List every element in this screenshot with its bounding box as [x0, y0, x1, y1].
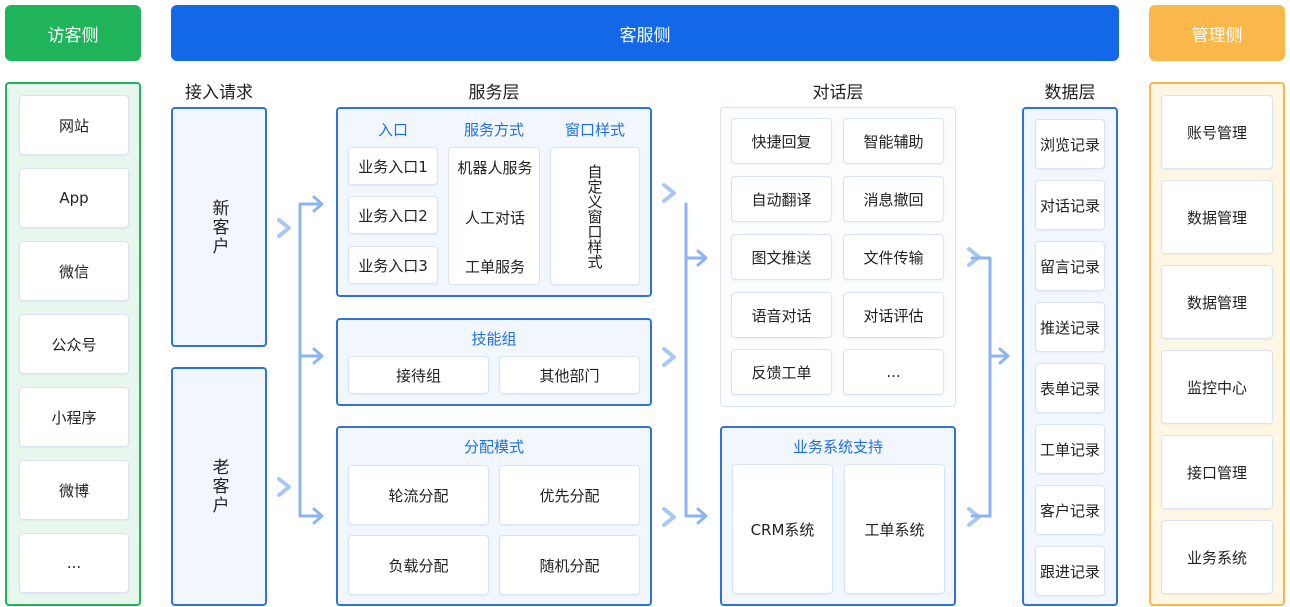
access-request-title: 接入请求: [185, 82, 253, 103]
dialog-layer-panel: 快捷回复 智能辅助 自动翻译 消息撤回 图文推送 文件传输 语音对话 对话评估 …: [720, 107, 956, 407]
arrow-head-icon: [312, 195, 324, 213]
service-side-header: 客服侧: [171, 5, 1119, 61]
dialog-smart-assist: 智能辅助: [843, 118, 944, 164]
dispatch-priority: 优先分配: [499, 465, 640, 525]
business-entry-3: 业务入口3: [348, 246, 438, 284]
dialog-auto-translate: 自动翻译: [731, 176, 832, 222]
admin-data-management-2: 数据管理: [1161, 265, 1273, 339]
connector-line: [970, 256, 1006, 518]
chevron-icon: [662, 183, 676, 203]
admin-panel: 账号管理 数据管理 数据管理 监控中心 接口管理 业务系统: [1149, 82, 1285, 606]
visitor-item-wechat: 微信: [19, 241, 129, 301]
dispatch-random: 随机分配: [499, 535, 640, 595]
dialog-voice-chat: 语音对话: [731, 292, 832, 338]
admin-business-system: 业务系统: [1161, 520, 1273, 594]
dialog-feedback-ticket: 反馈工单: [731, 349, 832, 395]
admin-monitoring-center: 监控中心: [1161, 350, 1273, 424]
window-style-header: 窗口样式: [564, 120, 625, 139]
service-methods-card: 机器人服务 人工对话 工单服务: [448, 147, 540, 285]
service-entry-panel: 入口 服务方式 窗口样式 业务入口1 业务入口2 业务入口3 机器人服务 人工对…: [336, 107, 652, 297]
data-form-record: 表单记录: [1035, 363, 1105, 413]
chevron-icon: [277, 218, 291, 238]
admin-interface-management: 接口管理: [1161, 435, 1273, 509]
method-human-chat: 人工对话: [464, 208, 525, 227]
visitor-item-mini-program: 小程序: [19, 387, 129, 447]
dialog-file-transfer: 文件传输: [843, 234, 944, 280]
dialog-layer-title: 对话层: [812, 82, 864, 103]
custom-window-style-label: 自定义窗口样式: [585, 163, 604, 269]
data-message-record: 留言记录: [1035, 241, 1105, 291]
data-layer-panel: 浏览记录 对话记录 留言记录 推送记录 表单记录 工单记录 客户记录 跟进记录: [1022, 107, 1118, 606]
access-new-customer-label: 新客户: [208, 198, 229, 256]
skill-group-panel: 技能组 接待组 其他部门: [336, 318, 652, 406]
arrow-head-icon: [696, 249, 708, 267]
arrow-head-icon: [998, 347, 1010, 365]
skill-other-departments: 其他部门: [499, 356, 640, 394]
access-old-customer-label: 老客户: [208, 458, 229, 515]
business-entry-2: 业务入口2: [348, 196, 438, 234]
connector-line: [684, 202, 704, 518]
dialog-message-recall: 消息撤回: [843, 176, 944, 222]
skill-group-title: 技能组: [471, 329, 517, 348]
access-new-customer: 新客户: [171, 107, 267, 347]
visitor-side-header: 访客侧: [5, 5, 141, 61]
data-customer-record: 客户记录: [1035, 485, 1105, 535]
business-entry-1: 业务入口1: [348, 147, 438, 185]
connector-line: [298, 202, 320, 518]
crm-system: CRM系统: [732, 464, 833, 594]
admin-data-management-1: 数据管理: [1161, 180, 1273, 254]
chevron-icon: [662, 347, 676, 367]
custom-window-style: 自定义窗口样式: [550, 147, 640, 285]
arrow-head-icon: [696, 507, 708, 525]
chevron-icon: [967, 507, 981, 527]
visitor-item-app: App: [19, 168, 129, 228]
admin-side-header: 管理侧: [1149, 5, 1285, 61]
visitor-item-weibo: 微博: [19, 460, 129, 520]
chevron-icon: [662, 507, 676, 527]
dispatch-load: 负载分配: [348, 535, 489, 595]
business-support-panel: 业务系统支持 CRM系统 工单系统: [720, 426, 956, 606]
method-robot: 机器人服务: [457, 158, 533, 177]
dialog-more: ...: [843, 349, 944, 395]
dialog-evaluation: 对话评估: [843, 292, 944, 338]
visitor-item-more: ...: [19, 533, 129, 593]
dispatch-mode-title: 分配模式: [463, 437, 524, 456]
data-followup-record: 跟进记录: [1035, 546, 1105, 596]
visitor-item-website: 网站: [19, 95, 129, 155]
admin-account-management: 账号管理: [1161, 95, 1273, 169]
chevron-icon: [277, 477, 291, 497]
arrow-head-icon: [312, 507, 324, 525]
data-ticket-record: 工单记录: [1035, 424, 1105, 474]
data-browse-record: 浏览记录: [1035, 119, 1105, 169]
skill-reception-group: 接待组: [348, 356, 489, 394]
method-ticket: 工单服务: [464, 257, 525, 276]
data-push-record: 推送记录: [1035, 302, 1105, 352]
method-header: 服务方式: [463, 120, 524, 139]
visitor-panel: 网站 App 微信 公众号 小程序 微博 ...: [5, 82, 141, 606]
business-support-title: 业务系统支持: [792, 437, 883, 456]
arrow-head-icon: [312, 347, 324, 365]
dispatch-mode-panel: 分配模式 轮流分配 优先分配 负载分配 随机分配: [336, 426, 652, 606]
data-layer-title: 数据层: [1044, 82, 1096, 103]
data-chat-record: 对话记录: [1035, 180, 1105, 230]
dialog-quick-reply: 快捷回复: [731, 118, 832, 164]
visitor-item-official-account: 公众号: [19, 314, 129, 374]
chevron-icon: [967, 247, 981, 267]
access-old-customer: 老客户: [171, 367, 267, 606]
dispatch-round-robin: 轮流分配: [348, 465, 489, 525]
dialog-rich-push: 图文推送: [731, 234, 832, 280]
entry-header: 入口: [377, 120, 408, 139]
service-layer-title: 服务层: [468, 82, 520, 103]
ticket-system: 工单系统: [844, 464, 945, 594]
